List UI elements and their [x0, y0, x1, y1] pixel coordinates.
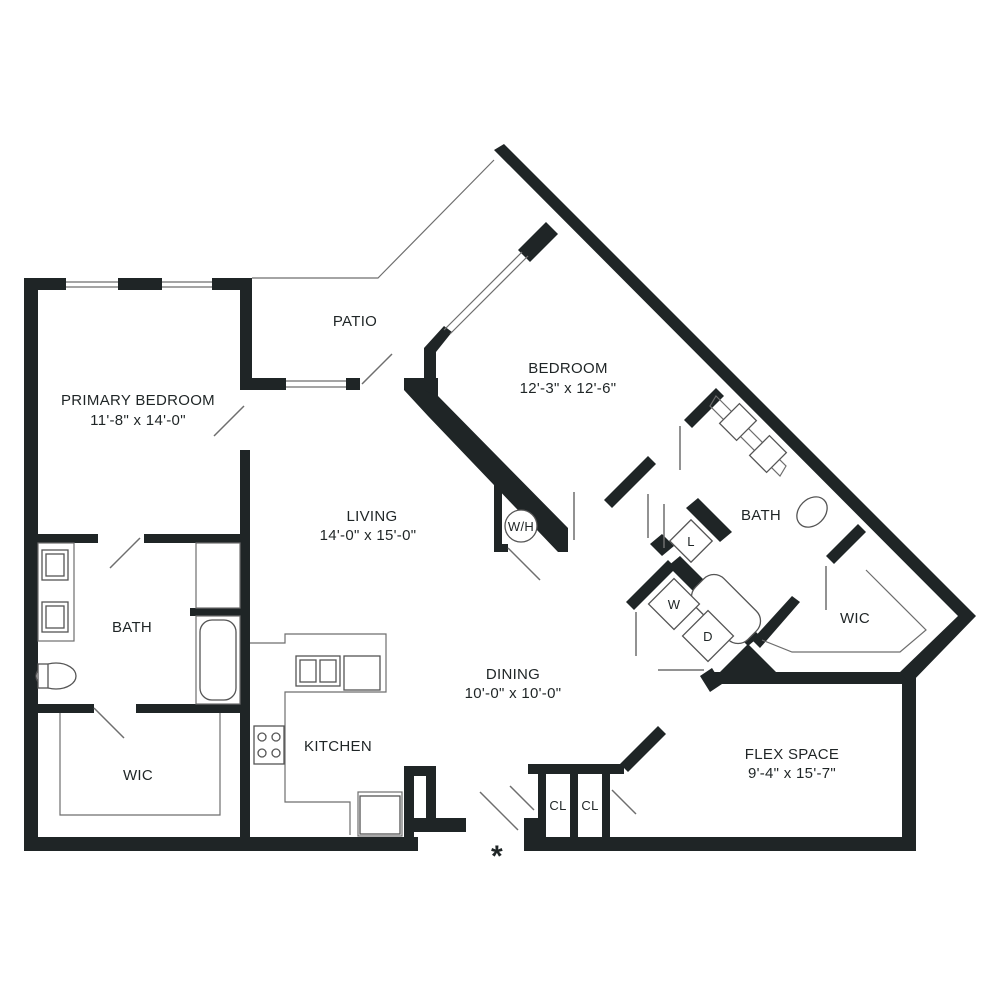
label-washer: W [668, 597, 681, 612]
label-linen: L [687, 534, 695, 549]
room-name-kitchen: KITCHEN [304, 738, 372, 755]
room-name-bedroom: BEDROOM [528, 360, 608, 377]
room-name-wic-left: WIC [123, 767, 153, 784]
thin-lines [37, 159, 927, 837]
entry-marker: * [491, 840, 503, 873]
room-dims-primary-bedroom: 11'-8" x 14'-0" [90, 412, 186, 429]
room-dims-living: 14'-0" x 15'-0" [320, 527, 417, 544]
label-closet-2: CL [581, 798, 598, 813]
room-name-patio: PATIO [333, 313, 377, 330]
room-dims-flex-space: 9'-4" x 15'-7" [748, 765, 836, 782]
doors [93, 353, 827, 831]
walls [24, 144, 976, 851]
label-dryer: D [703, 629, 713, 644]
dryer-icon [681, 609, 735, 663]
room-name-flex-space: FLEX SPACE [745, 746, 839, 763]
room-name-wic-right: WIC [840, 610, 870, 627]
linen-closet-icon [668, 518, 714, 564]
fixtures [35, 402, 828, 835]
label-closet-1: CL [549, 798, 566, 813]
room-name-living: LIVING [347, 508, 398, 525]
room-name-dining: DINING [486, 666, 540, 683]
washer-icon [647, 577, 701, 631]
room-name-bath-right: BATH [741, 507, 781, 524]
room-dims-dining: 10'-0" x 10'-0" [465, 685, 562, 702]
room-dims-bedroom: 12'-3" x 12'-6" [520, 380, 617, 397]
water-heater-icon [504, 509, 538, 543]
label-water-heater: W/H [508, 519, 534, 534]
room-name-primary-bedroom: PRIMARY BEDROOM [61, 392, 215, 409]
room-labels: PATIO PRIMARY BEDROOM 11'-8" x 14'-0" BE… [61, 313, 870, 873]
room-name-bath-left: BATH [112, 619, 152, 636]
